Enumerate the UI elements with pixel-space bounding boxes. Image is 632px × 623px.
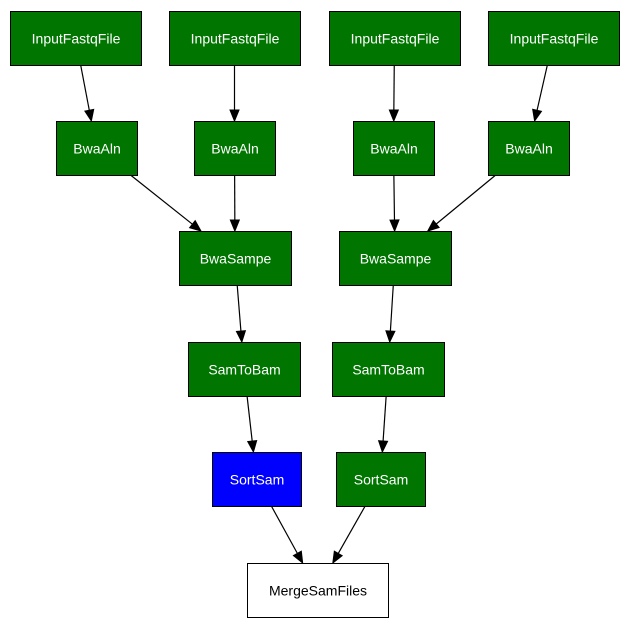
node-box (212, 452, 302, 507)
edge-input3-to-bwaaln3 (388, 64, 400, 123)
node-label: SortSam (354, 472, 408, 488)
node-bwaaln3[interactable]: BwaAln (353, 121, 435, 176)
node-bwasampe2[interactable]: BwaSampe (339, 231, 452, 286)
edge-input4-to-bwaaln4 (532, 64, 548, 123)
arrowhead-icon (388, 109, 400, 123)
node-input4[interactable]: InputFastqFile (488, 11, 620, 66)
nodes-layer: InputFastqFile InputFastqFile InputFastqFi… (10, 11, 620, 618)
node-samtobam2[interactable]: SamToBam (332, 342, 445, 397)
arrowhead-icon (426, 219, 440, 232)
edge-bwaaln3-to-bwasampe2 (389, 174, 400, 233)
node-box (336, 452, 426, 507)
edge-line (389, 284, 394, 332)
node-label: SamToBam (208, 362, 280, 378)
node-box (194, 121, 276, 176)
edge-input2-to-bwaaln2 (229, 65, 240, 123)
node-bwaaln2[interactable]: BwaAln (194, 121, 276, 176)
edge-line (236, 284, 242, 332)
node-samtobam1[interactable]: SamToBam (188, 342, 301, 397)
node-label: MergeSamFiles (269, 583, 367, 599)
node-label: BwaSampe (200, 251, 272, 267)
node-box (179, 231, 292, 286)
edge-bwaaln1-to-bwasampe1 (130, 174, 203, 232)
arrowhead-icon (229, 219, 241, 233)
node-merge[interactable]: MergeSamFiles (247, 563, 389, 618)
node-box (329, 11, 461, 66)
edge-line (80, 64, 90, 111)
node-box (339, 231, 452, 286)
node-input1[interactable]: InputFastqFile (10, 11, 142, 66)
node-label: BwaAln (211, 141, 258, 157)
node-input2[interactable]: InputFastqFile (169, 11, 301, 66)
node-box (488, 11, 620, 66)
arrowhead-icon (532, 108, 543, 123)
node-label: InputFastqFile (191, 31, 280, 47)
edge-bwasampe2-to-samtobam2 (385, 284, 396, 344)
arrowhead-icon (84, 108, 95, 123)
arrowhead-icon (377, 440, 389, 454)
node-box (332, 342, 445, 397)
node-input3[interactable]: InputFastqFile (329, 11, 461, 66)
edge-bwasampe1-to-samtobam1 (235, 284, 247, 344)
node-label: BwaAln (73, 141, 120, 157)
node-box (188, 342, 301, 397)
edge-input1-to-bwaaln1 (80, 64, 95, 123)
node-label: InputFastqFile (510, 31, 599, 47)
edge-line (337, 505, 366, 554)
edge-line (536, 64, 548, 111)
edge-samtobam1-to-sortsam1 (246, 395, 258, 454)
edge-bwaaln2-to-bwasampe1 (229, 174, 241, 233)
node-sortsam2[interactable]: SortSam (336, 452, 426, 507)
arrowhead-icon (229, 109, 240, 123)
arrowhead-icon (292, 550, 304, 565)
edge-bwaaln4-to-bwasampe2 (426, 174, 497, 232)
node-box (56, 121, 138, 176)
node-box (10, 11, 142, 66)
arrowhead-icon (235, 330, 247, 344)
edge-line (130, 174, 193, 225)
node-label: SamToBam (352, 362, 424, 378)
edge-sortsam2-to-merge (332, 505, 366, 565)
arrowhead-icon (389, 219, 400, 233)
node-bwaaln1[interactable]: BwaAln (56, 121, 138, 176)
edge-sortsam1-to-merge (270, 505, 304, 565)
node-box (247, 563, 389, 618)
node-bwasampe1[interactable]: BwaSampe (179, 231, 292, 286)
node-label: SortSam (230, 472, 284, 488)
node-bwaaln4[interactable]: BwaAln (488, 121, 570, 176)
node-label: InputFastqFile (32, 31, 121, 47)
arrowhead-icon (188, 219, 203, 232)
node-label: BwaSampe (360, 251, 432, 267)
node-box (488, 121, 570, 176)
node-box (169, 11, 301, 66)
node-box (353, 121, 435, 176)
edge-line (393, 174, 396, 221)
node-label: BwaAln (505, 141, 552, 157)
arrowhead-icon (385, 330, 396, 344)
node-label: InputFastqFile (351, 31, 440, 47)
edge-line (435, 174, 497, 225)
node-label: BwaAln (370, 141, 417, 157)
edge-line (246, 395, 253, 442)
arrowhead-icon (332, 550, 344, 565)
edges-layer (80, 64, 548, 565)
edge-samtobam2-to-sortsam2 (377, 395, 389, 454)
arrowhead-icon (246, 439, 258, 454)
node-sortsam1[interactable]: SortSam (212, 452, 302, 507)
edge-line (270, 505, 298, 554)
edge-line (382, 395, 387, 442)
